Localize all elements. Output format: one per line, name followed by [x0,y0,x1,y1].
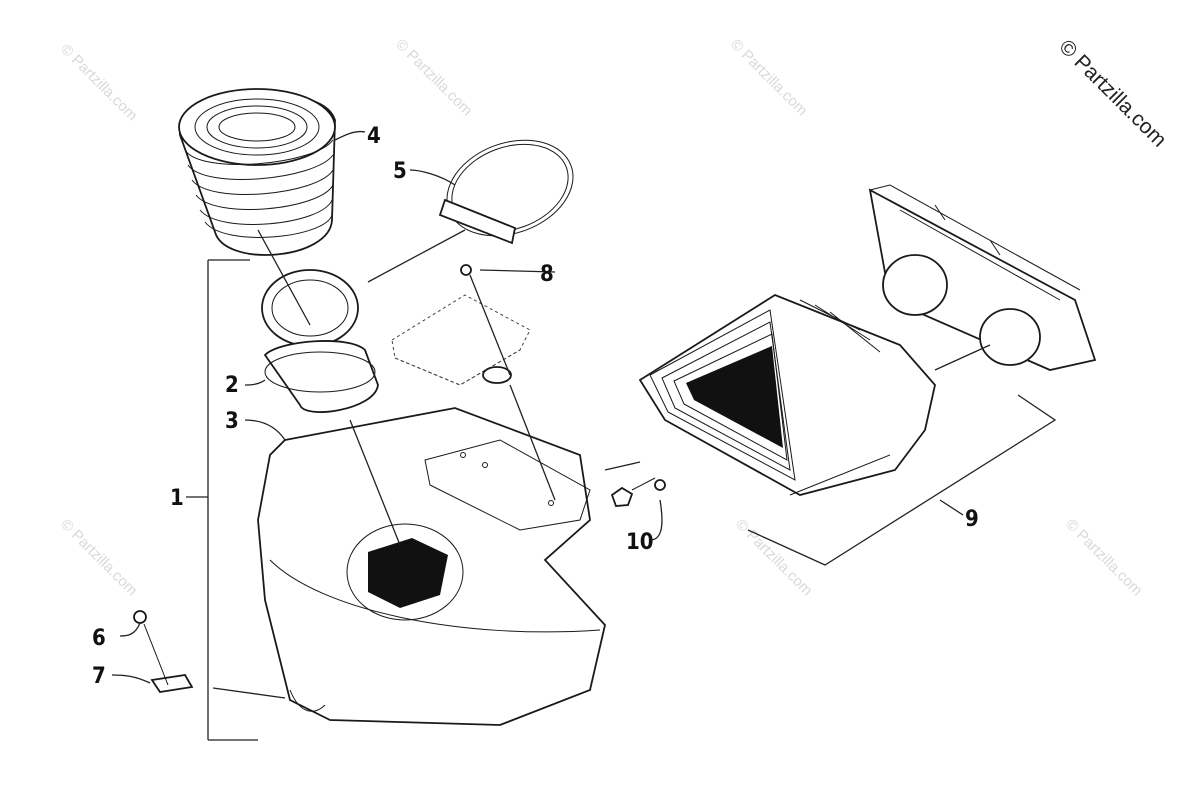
watermark: © Partzilla.com [1062,516,1145,599]
part-5-clamp [438,139,574,245]
watermark: © Partzilla.com [57,516,140,599]
watermark: © Partzilla.com [732,516,815,599]
callout-9: 9 [965,507,979,532]
callout-labels: 1 2 3 4 5 6 7 8 9 10 [92,124,979,689]
callout-10: 10 [626,530,654,555]
callout-2: 2 [225,373,239,398]
part-2-adapter [261,269,379,413]
callout-1: 1 [170,486,184,511]
callout-3: 3 [225,409,239,434]
callout-5: 5 [393,159,407,184]
throttle-body-assembly [868,184,1097,371]
air-filter-outline [391,294,531,386]
watermark: © Partzilla.com [57,41,140,124]
part-4-bellows [178,88,336,256]
leader-lines [111,130,1057,741]
callout-4: 4 [367,124,381,149]
watermark: © Partzilla.com [392,36,475,119]
callout-7: 7 [92,664,106,689]
callout-8: 8 [540,262,554,287]
part-9-air-duct [638,293,936,496]
callout-6: 6 [92,626,106,651]
part-10-fasteners [610,477,666,507]
part-8-screw [460,264,472,276]
part-1-airbox [257,407,606,726]
part-6-7-retainer [133,610,194,693]
copyright-notice: © Partzilla.com [1054,35,1170,151]
watermark: © Partzilla.com [727,36,810,119]
